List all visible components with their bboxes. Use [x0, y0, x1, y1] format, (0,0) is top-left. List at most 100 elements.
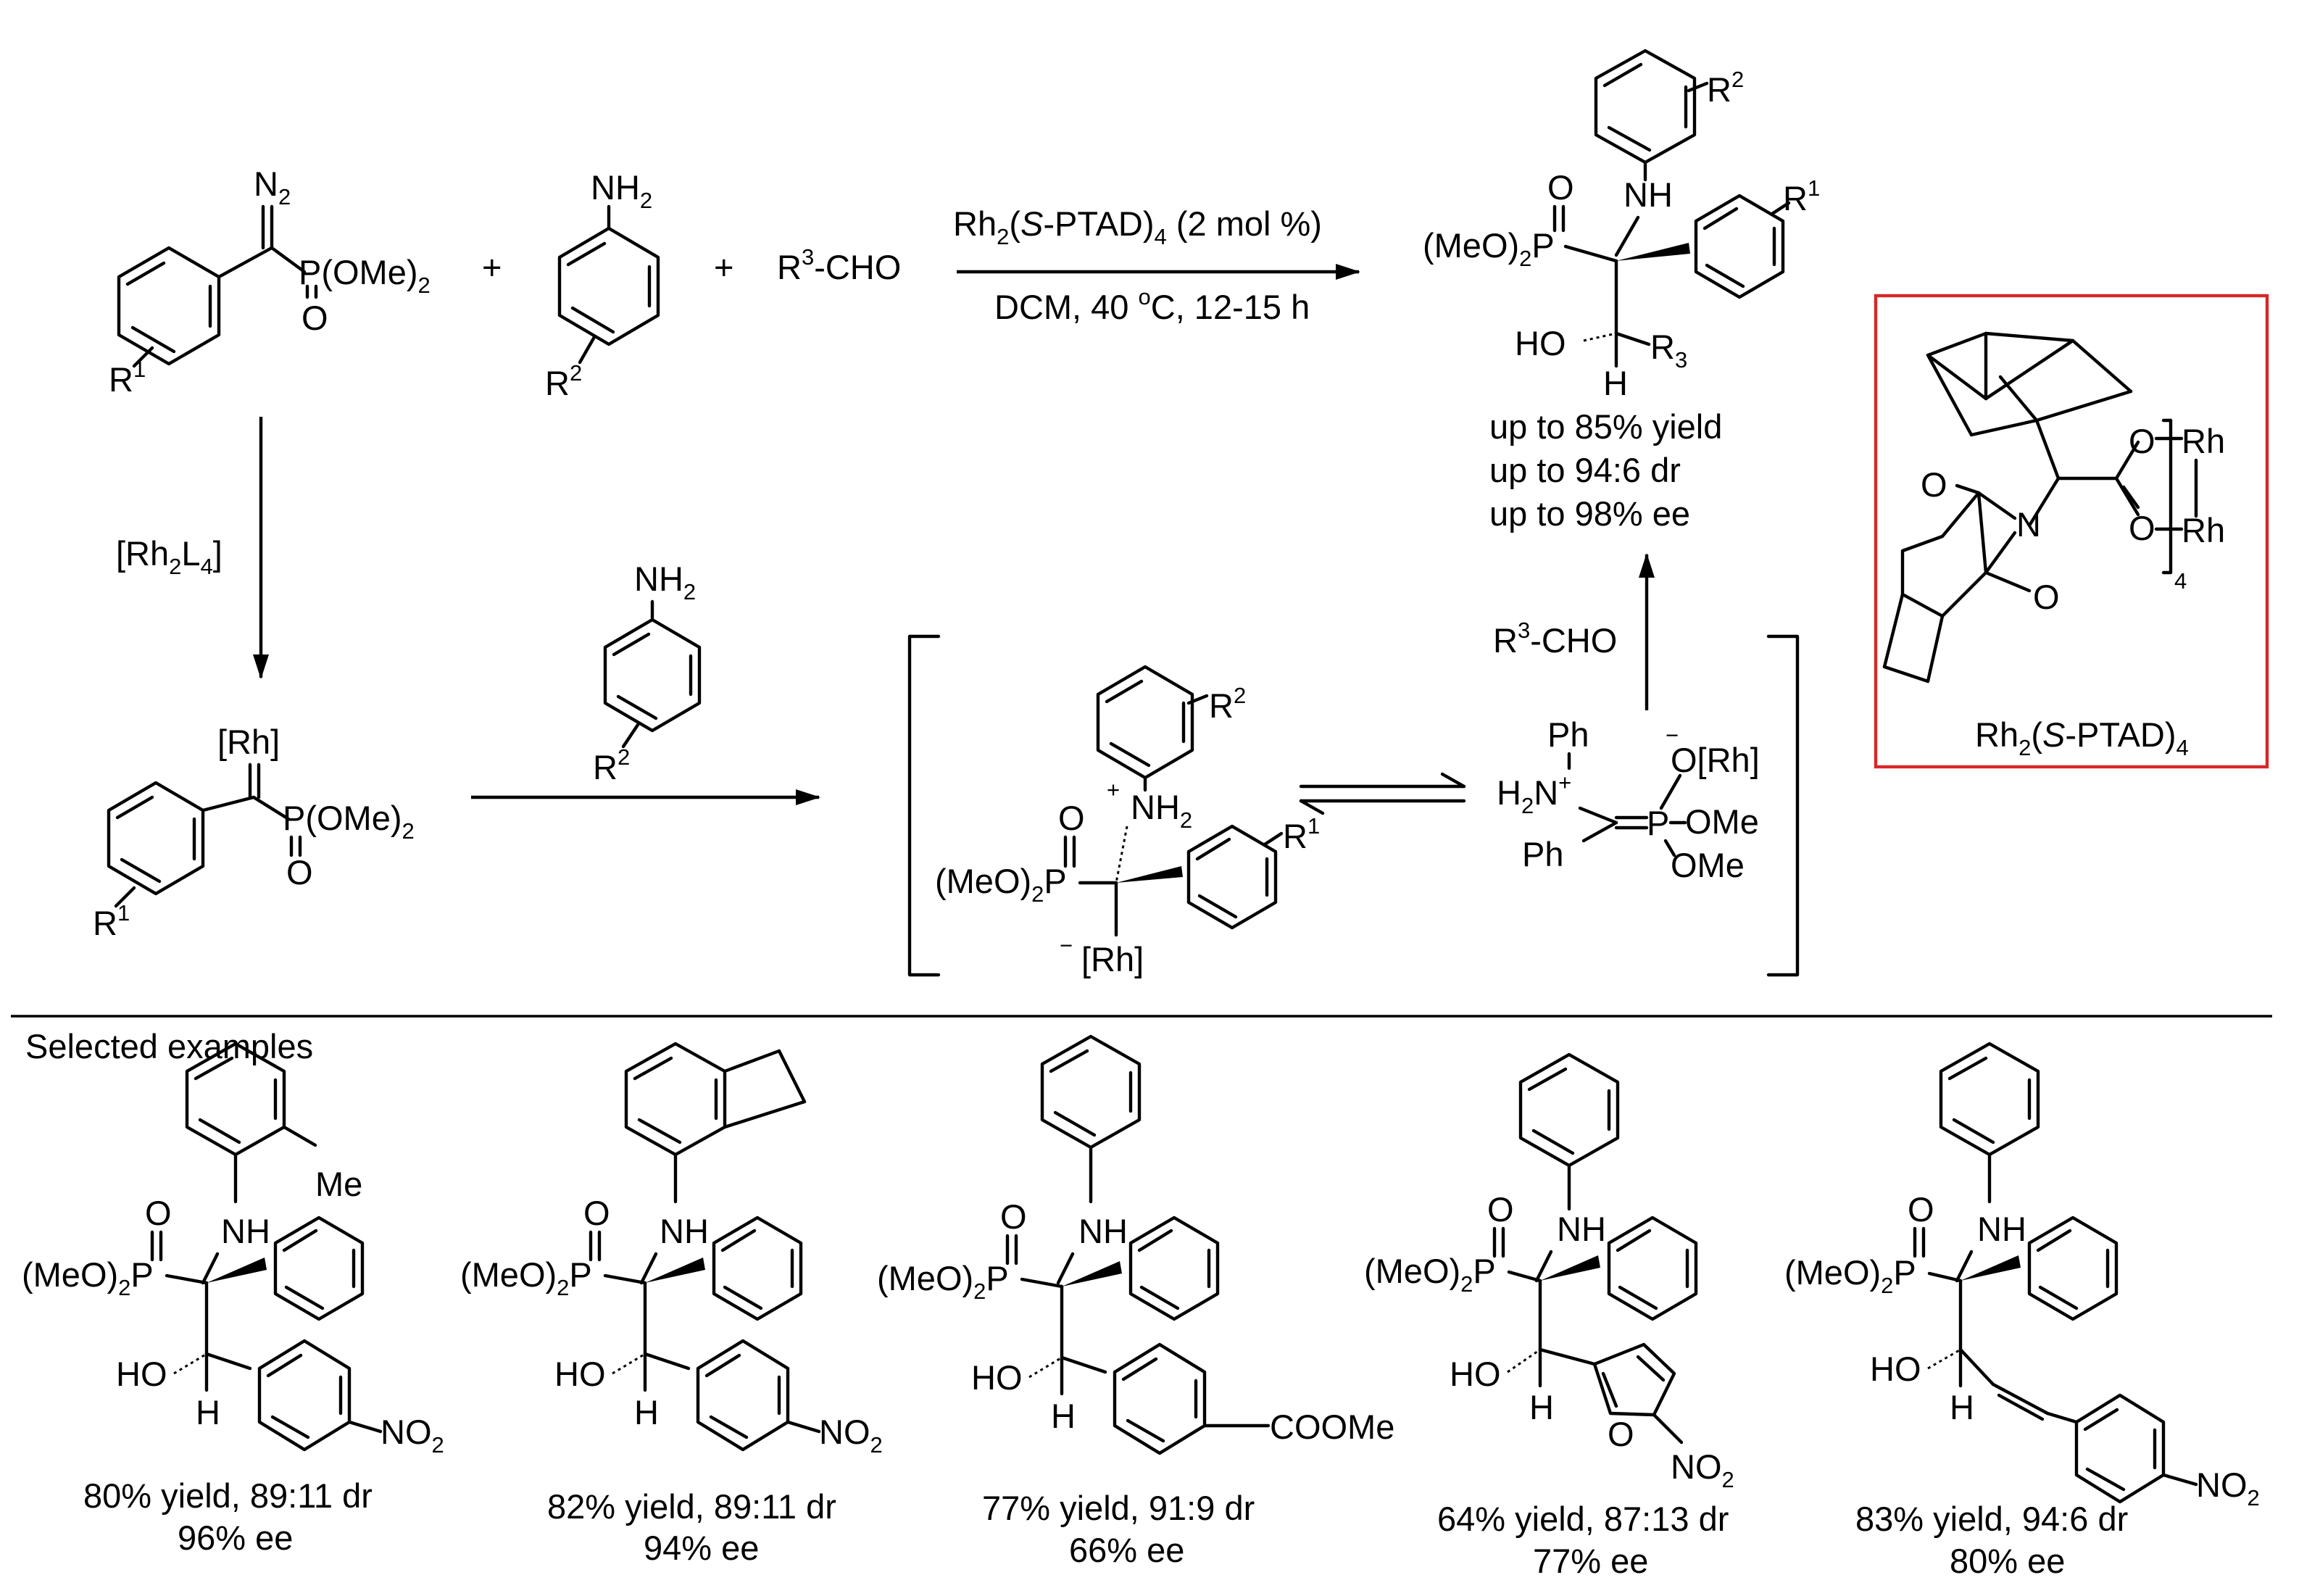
example-4: NH (MeO)2P O HO H O NO2 64% yield, 87:13…	[1364, 1052, 1734, 1580]
cat-sub4: 4	[2174, 568, 2187, 594]
enolate-ome1: OMe	[1685, 802, 1759, 841]
product-meo: (MeO)2P	[1423, 226, 1555, 271]
ex2-h: H	[634, 1393, 659, 1431]
r2-label: R2	[545, 360, 582, 402]
ex4-oxo: O	[1487, 1190, 1514, 1229]
ex1-line1: 80% yield, 89:11 dr	[83, 1476, 373, 1515]
example-1: Me NH (MeO)2P O HO H NO2 80% yield, 89:1…	[22, 1042, 444, 1557]
ex4-nh: NH	[1557, 1210, 1606, 1248]
ex1-h: H	[196, 1393, 220, 1431]
ex1-nh: NH	[221, 1212, 270, 1250]
product-r2: R2	[1707, 67, 1744, 109]
enolate-orh: O[Rh]	[1671, 741, 1760, 779]
ylide-oxo: O	[1058, 799, 1085, 837]
result-dr: up to 94:6 dr	[1489, 451, 1681, 489]
r1-label: R1	[109, 357, 146, 399]
ylide-r2: R2	[1209, 683, 1246, 725]
aldehyde-label: R3-CHO	[777, 244, 901, 286]
equilibrium-arrows	[1299, 772, 1466, 815]
carbene-rh: [Rh]	[217, 723, 280, 761]
ex3-tail: COOMe	[1270, 1408, 1394, 1446]
product-structure: R2 NH (MeO)2P O R1 HO R3 H	[1423, 49, 1820, 402]
ex2-line2: 94% ee	[644, 1529, 759, 1567]
right-bracket	[1766, 634, 1800, 977]
ex3-oxo: O	[1000, 1197, 1027, 1236]
aniline-reagent: NH2 R2	[545, 168, 660, 402]
condition-catalyst: Rh2(S-PTAD)4 (2 mol %)	[953, 204, 1322, 249]
cat-rh1: Rh	[2182, 422, 2225, 460]
catalyst-label: Rh2(S-PTAD)4	[1975, 715, 2189, 760]
ex4-ho: HO	[1450, 1355, 1501, 1393]
ex2-meo: (MeO)2P	[460, 1255, 592, 1300]
carbene-phosphonate: P(OMe)2	[283, 799, 415, 844]
rh2l4-label: [Rh2L4]	[116, 534, 223, 579]
ex3-line1: 77% yield, 91:9 dr	[982, 1489, 1255, 1527]
enolate-ph2: Ph	[1522, 835, 1564, 873]
catalyst-box-border	[1874, 294, 2269, 769]
ex4-tail: NO2	[1671, 1447, 1734, 1492]
aldehyde-step-label: R3-CHO	[1493, 618, 1617, 660]
ex5-line1: 83% yield, 94:6 dr	[1855, 1500, 2128, 1538]
example-2: NH (MeO)2P O HO H NO2 82% yield, 89:11 d…	[460, 1042, 883, 1567]
ex2-line1: 82% yield, 89:11 dr	[547, 1487, 836, 1526]
aniline2-nh2: NH2	[634, 560, 696, 604]
product-r3: R3	[1650, 328, 1687, 373]
rh-carbene: [Rh] P(OMe)2 O R1	[93, 723, 415, 942]
ex5-nh: NH	[1977, 1210, 2026, 1248]
ex3-ho: HO	[971, 1358, 1023, 1397]
ex2-nh: NH	[660, 1212, 709, 1250]
ylide-r1: R1	[1283, 813, 1320, 855]
enolate-p: P	[1647, 804, 1669, 842]
product-ho: HO	[1515, 324, 1566, 362]
example-5: NH (MeO)2P O HO H NO2 83% yield, 94:6 dr…	[1784, 1042, 2260, 1580]
ex1-me: Me	[315, 1165, 362, 1203]
ylide-minus: −	[1060, 933, 1073, 958]
nh2-label: NH2	[591, 168, 652, 213]
product-h: H	[1603, 364, 1628, 402]
cat-o1: O	[2129, 422, 2155, 460]
oxo-label: O	[302, 299, 328, 337]
carbene-oxo: O	[286, 853, 313, 891]
n2-label: N2	[254, 165, 291, 209]
rh-enolate: Ph H2N+ Ph P − O[Rh] OMe OMe	[1497, 715, 1760, 884]
ex3-meo: (MeO)2P	[877, 1259, 1009, 1304]
ex5-h: H	[1950, 1388, 1974, 1426]
cat-n: N	[2016, 505, 2041, 544]
ex4-furan-o: O	[1608, 1415, 1634, 1453]
ex3-line2: 66% ee	[1069, 1531, 1184, 1569]
ylide-rh: [Rh]	[1081, 940, 1144, 978]
plus-sign-1: +	[482, 248, 502, 286]
ex1-line2: 96% ee	[178, 1518, 293, 1557]
ex1-oxo: O	[145, 1194, 172, 1232]
enolate-ome2: OMe	[1671, 846, 1745, 884]
ex3-nh: NH	[1078, 1212, 1128, 1250]
enolate-h2n: H2N+	[1497, 770, 1571, 818]
left-bracket	[907, 634, 941, 977]
diazo-reagent: N2 P(OMe)2 O R1	[109, 165, 431, 399]
catalyst-box: O O Rh Rh 4 N O O Rh2(S-PTAD)4	[1874, 294, 2269, 769]
ex2-tail: NO2	[819, 1413, 883, 1458]
cat-o2: O	[2129, 509, 2155, 547]
ex1-meo: (MeO)2P	[22, 1255, 154, 1300]
ex2-oxo: O	[583, 1194, 610, 1232]
ex3-h: H	[1051, 1397, 1076, 1435]
condition-solvent-temp: DCM, 40 oC, 12-15 h	[994, 284, 1310, 326]
ex4-meo: (MeO)2P	[1364, 1252, 1496, 1297]
product-nh: NH	[1623, 175, 1673, 214]
phosphonate-label: P(OMe)2	[299, 253, 431, 298]
ex4-line2: 77% ee	[1533, 1542, 1648, 1580]
ex1-tail: NO2	[381, 1413, 444, 1458]
examples-title: Selected examples	[25, 1027, 313, 1065]
product-oxo: O	[1547, 168, 1574, 207]
carbene-r1: R1	[93, 900, 130, 942]
ex5-tail: NO2	[2196, 1466, 2260, 1510]
ex4-line1: 64% yield, 87:13 dr	[1437, 1500, 1729, 1538]
enolate-ph1: Ph	[1547, 715, 1589, 754]
example-3: NH (MeO)2P O HO H COOMe 77% yield, 91:9 …	[877, 1034, 1394, 1569]
ylide-meo: (MeO)2P	[935, 862, 1067, 907]
cat-oxo1: O	[1921, 465, 1947, 504]
ex5-ho: HO	[1870, 1350, 1921, 1388]
cat-oxo2: O	[2033, 578, 2060, 616]
cat-rh2: Rh	[2182, 511, 2225, 549]
